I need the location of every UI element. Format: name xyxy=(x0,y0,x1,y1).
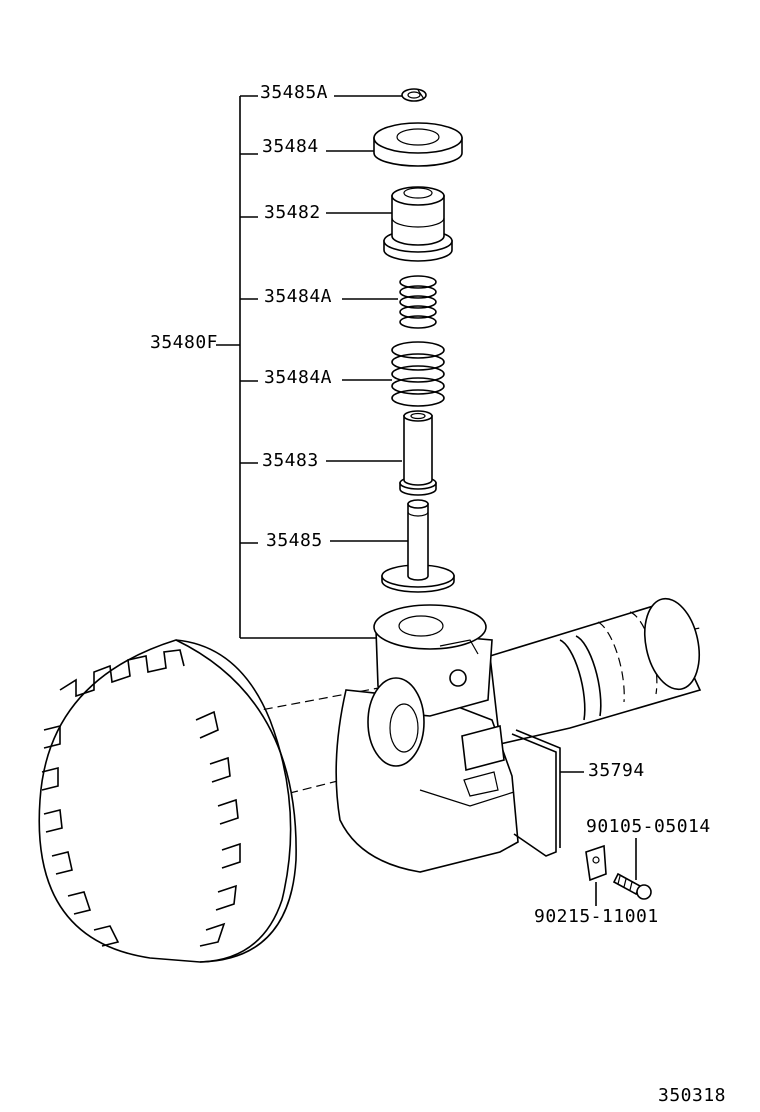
label-spring-small: 35484A xyxy=(264,286,332,307)
sleeve xyxy=(399,410,437,496)
retainer xyxy=(373,122,463,167)
governor-body xyxy=(335,604,519,873)
label-spring-large: 35484A xyxy=(264,367,332,388)
large-spring xyxy=(391,341,445,407)
label-plate: 90215-11001 xyxy=(534,906,659,927)
snap-ring xyxy=(401,88,427,102)
spool xyxy=(383,186,453,262)
leader-lines xyxy=(326,95,637,906)
small-spring xyxy=(399,275,437,329)
reference-number: 350318 xyxy=(658,1085,726,1106)
label-spool: 35482 xyxy=(264,202,321,223)
plate xyxy=(585,844,607,882)
label-retainer: 35484 xyxy=(262,136,319,157)
label-bolt: 90105-05014 xyxy=(586,816,711,837)
bolt xyxy=(612,872,652,900)
label-assembly: 35480F xyxy=(150,332,218,353)
label-snap-ring: 35485A xyxy=(260,82,328,103)
shaft xyxy=(489,597,702,745)
governor-drum xyxy=(38,639,297,963)
label-bracket: 35794 xyxy=(588,760,645,781)
label-sleeve: 35483 xyxy=(262,450,319,471)
valve xyxy=(381,499,455,593)
label-valve: 35485 xyxy=(266,530,323,551)
assembly-bracket xyxy=(216,95,380,639)
bracket xyxy=(511,729,561,857)
